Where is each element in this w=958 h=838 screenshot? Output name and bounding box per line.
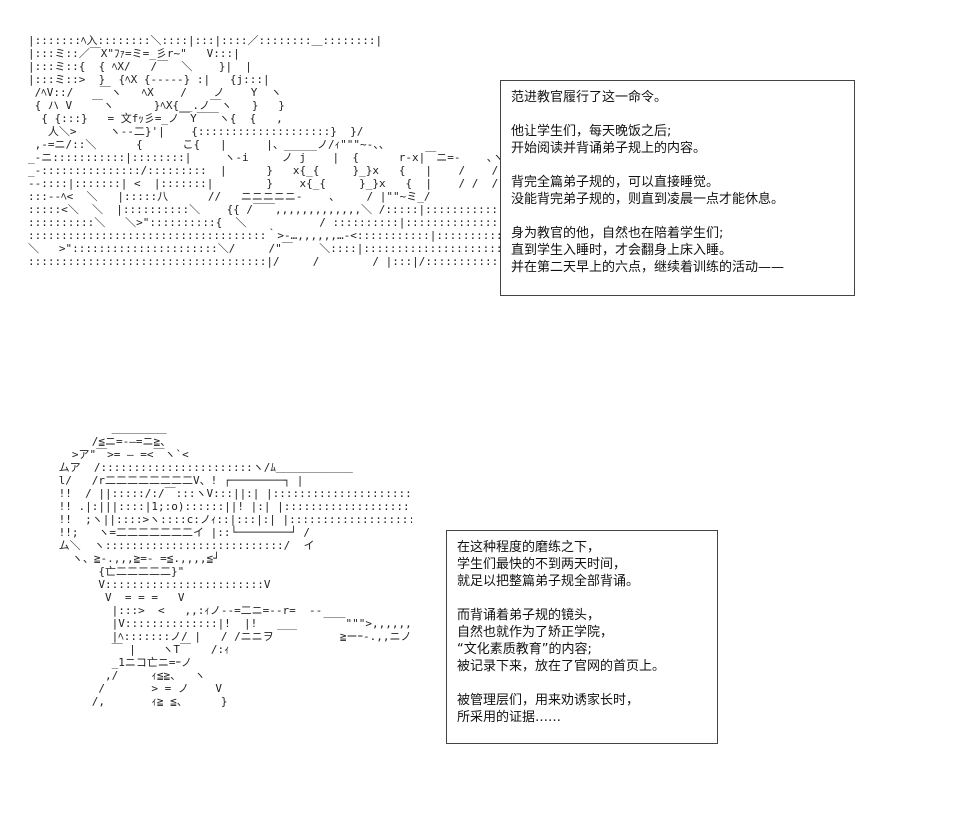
narration-line: “文化素质教育”的内容; xyxy=(457,642,592,657)
narration-line: 被记录下来，放在了官网的首页上。 xyxy=(457,659,666,674)
ascii-art-tv-head-character: ＿＿＿＿＿ /≦ニ=-―=ニ≧、 >ア"￣>= ― =<￣ヽ`< ムア /:::… xyxy=(58,422,412,708)
narration-line xyxy=(511,208,844,225)
narration-line xyxy=(511,157,844,174)
narration-box-top: 范进教官履行了这一命令。 他让学生们，每天晚饭之后; 开始阅读并背诵弟子规上的内… xyxy=(500,80,855,296)
narration-box-bottom: 在这种程度的磨练之下， 学生们最快的不到两天时间， 就足以把整篇弟子规全部背诵。… xyxy=(446,530,718,744)
narration-line: 他让学生们，每天晚饭之后; xyxy=(511,124,672,139)
narration-line xyxy=(511,106,844,123)
narration-line xyxy=(457,675,707,692)
narration-line: 范进教官履行了这一命令。 xyxy=(511,90,668,105)
narration-line: 身为教官的他，自然也在陪着学生们; xyxy=(511,226,724,241)
narration-line: 被管理层们，用来劝诱家长时， xyxy=(457,693,640,708)
narration-line: 而背诵着弟子规的镜头， xyxy=(457,608,601,623)
narration-line: 没能背完弟子规的，则直到凌晨一点才能休息。 xyxy=(511,192,785,207)
narration-line: 直到学生入睡时，才会翻身上床入睡。 xyxy=(511,243,733,258)
narration-line: 学生们最快的不到两天时间， xyxy=(457,557,627,572)
narration-line: 并在第二天早上的六点，继续着训练的活动—— xyxy=(511,260,785,275)
narration-line: 开始阅读并背诵弟子规上的内容。 xyxy=(511,141,707,156)
narration-line: 就足以把整篇弟子规全部背诵。 xyxy=(457,574,640,589)
narration-line: 所采用的证据…… xyxy=(457,710,562,725)
narration-line xyxy=(457,590,707,607)
narration-line: 自然也就作为了矫正学院， xyxy=(457,625,614,640)
narration-line: 在这种程度的磨练之下， xyxy=(457,540,601,555)
narration-line: 背完全篇弟子规的，可以直接睡觉。 xyxy=(511,175,720,190)
